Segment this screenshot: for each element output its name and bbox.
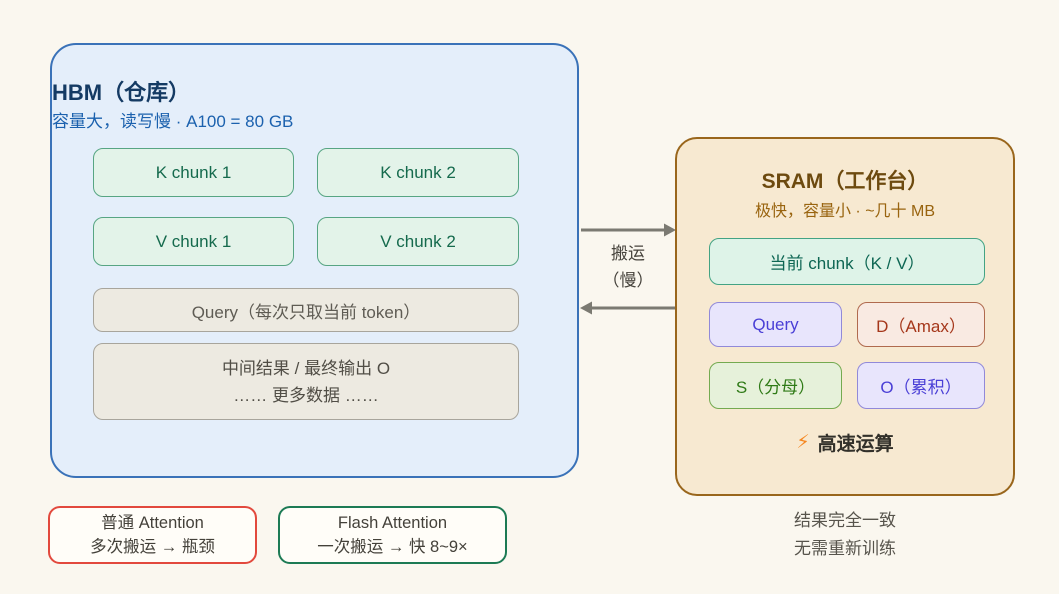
- sram-cell-d-amax: D（Amax）: [857, 302, 985, 347]
- sram-current-chunk: 当前 chunk（K / V）: [709, 238, 985, 285]
- result-note-line1: 结果完全一致: [794, 511, 896, 530]
- result-note-line2: 无需重新训练: [794, 539, 896, 558]
- normal-attention-line2: 多次搬运 → 瓶颈: [90, 538, 215, 556]
- hbm-subtitle: 容量大，读写慢 · A100 = 80 GB: [52, 112, 294, 131]
- hbm-output-line2: …… 更多数据 ……: [233, 385, 379, 405]
- hbm-k-chunk-2: K chunk 2: [317, 148, 519, 197]
- sram-compute-row: ⚡ 高速运算: [677, 429, 1013, 456]
- sram-panel: SRAM（工作台） 极快，容量小 · ~几十 MB 当前 chunk（K / V…: [675, 137, 1015, 496]
- lightning-bolt-icon: ⚡: [796, 432, 810, 453]
- normal-attention-line1: 普通 Attention: [101, 514, 204, 532]
- transfer-arrow-right-icon: [581, 223, 676, 237]
- normal-attention-box: 普通 Attention 多次搬运 → 瓶颈: [48, 506, 257, 564]
- hbm-panel: HBM（仓库） 容量大，读写慢 · A100 = 80 GB K chunk 1…: [50, 43, 579, 478]
- transfer-label-line1: 搬运: [611, 244, 645, 263]
- hbm-v-chunk-2: V chunk 2: [317, 217, 519, 266]
- flash-attention-line2: 一次搬运 → 快 8~9×: [317, 538, 468, 556]
- result-note: 结果完全一致 无需重新训练: [745, 507, 945, 563]
- sram-subtitle: 极快，容量小 · ~几十 MB: [754, 203, 935, 220]
- hbm-title: HBM（仓库）: [52, 80, 191, 105]
- sram-cell-o-accumulator: O（累积）: [857, 362, 985, 409]
- transfer-arrow-left-icon: [580, 301, 675, 315]
- flash-attention-box: Flash Attention 一次搬运 → 快 8~9×: [278, 506, 507, 564]
- hbm-v-chunk-1: V chunk 1: [93, 217, 294, 266]
- sram-cell-query: Query: [709, 302, 842, 347]
- hbm-output-line1: 中间结果 / 最终输出 O: [221, 358, 391, 378]
- hbm-output-row: 中间结果 / 最终输出 O …… 更多数据 ……: [93, 343, 519, 420]
- flash-attention-line1: Flash Attention: [337, 514, 448, 532]
- hbm-k-chunk-1: K chunk 1: [93, 148, 294, 197]
- hbm-query-row: Query（每次只取当前 token）: [93, 288, 519, 332]
- transfer-label: 搬运 （慢）: [580, 240, 676, 294]
- transfer-label-line2: （慢）: [602, 271, 654, 290]
- sram-compute-label: 高速运算: [817, 434, 894, 455]
- sram-cell-s-denominator: S（分母）: [709, 362, 842, 409]
- sram-title: SRAM（工作台）: [761, 170, 929, 193]
